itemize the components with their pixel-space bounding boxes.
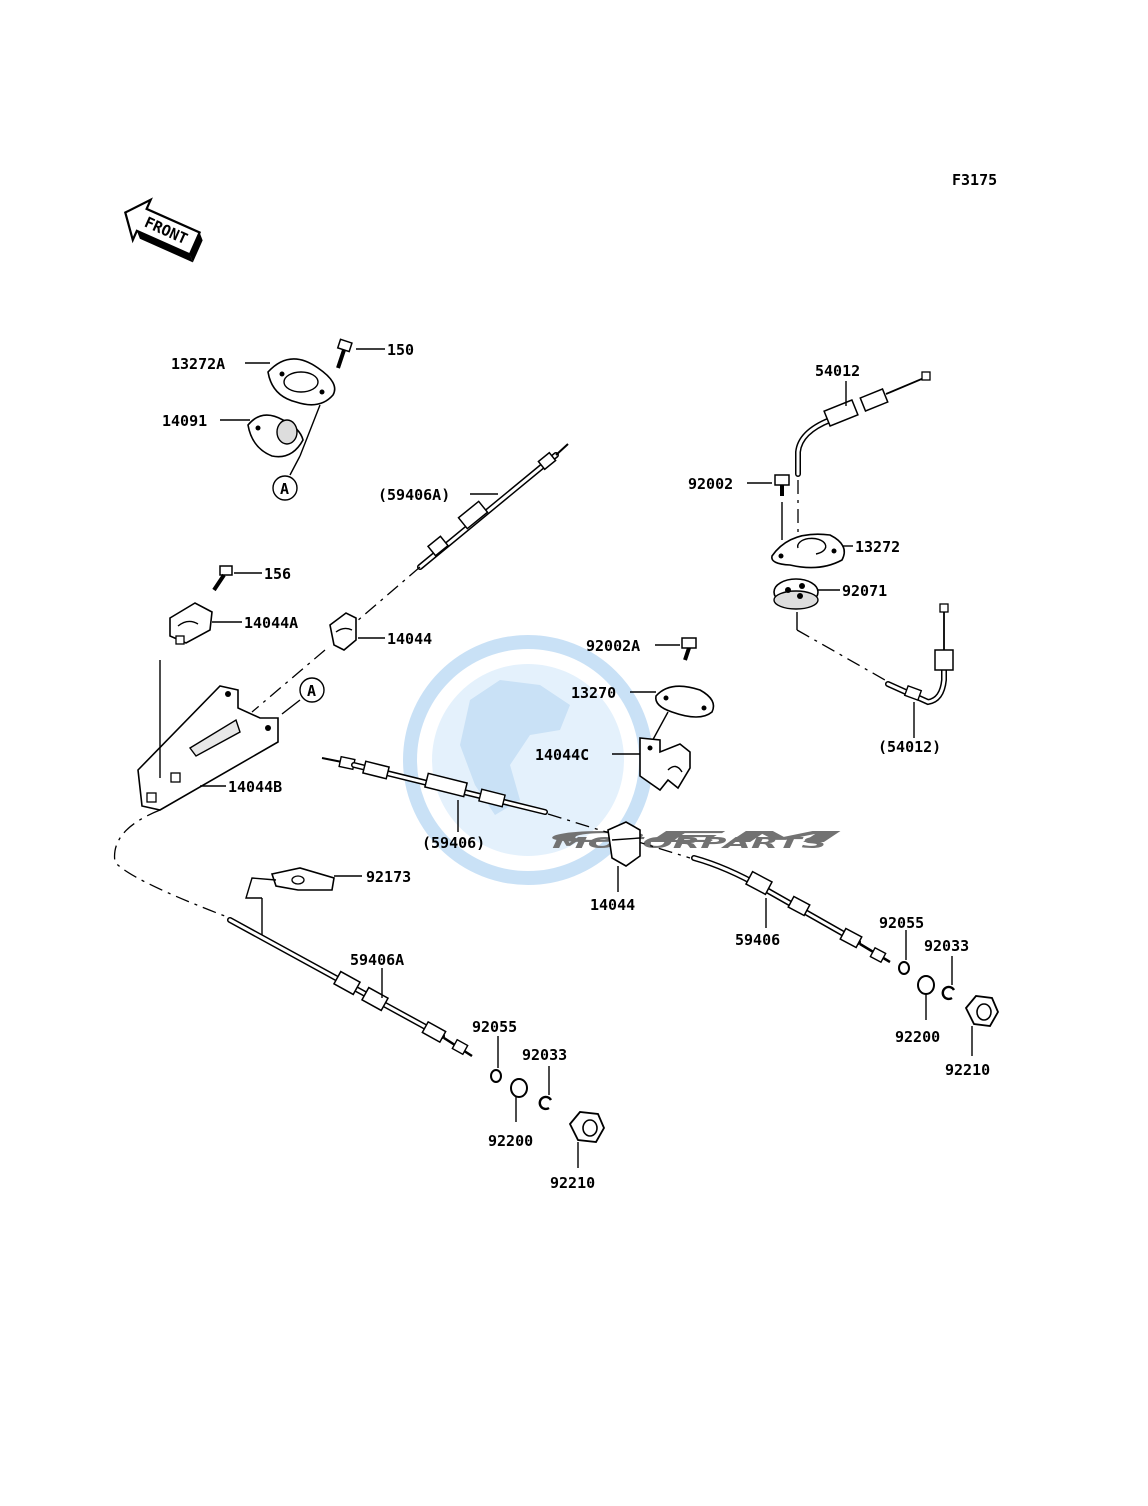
label-14044A: 14044A: [244, 614, 298, 632]
label-59406A: 59406A: [350, 951, 404, 969]
watermark-sub: MOTORPARTS: [552, 834, 827, 852]
holder-14091: [247, 414, 304, 458]
bolt-150: [336, 338, 353, 369]
cable-54012: [795, 371, 931, 477]
clamp-14044A: [169, 602, 213, 645]
label-A-ref-1: A: [280, 480, 289, 498]
washer-92055-right: [898, 961, 910, 975]
label-92200-left: 92200: [488, 1132, 533, 1150]
label-92033-left: 92033: [522, 1046, 567, 1064]
label-13270: 13270: [571, 684, 616, 702]
label-92200-right: 92200: [895, 1028, 940, 1046]
label-13272: 13272: [855, 538, 900, 556]
nut-92210-right: [964, 995, 1000, 1027]
label-92033-right: 92033: [924, 937, 969, 955]
cable-59406A-upper: [417, 443, 569, 570]
front-arrow-icon: FRONT: [123, 197, 203, 263]
clamp-14044-mid: [607, 821, 641, 867]
cable-59406-right: [691, 855, 891, 964]
gasket-13272: [771, 533, 846, 569]
bracket-14044C: [639, 737, 691, 792]
label-14044C: 14044C: [535, 746, 589, 764]
label-A-ref-2: A: [307, 682, 316, 700]
washer-92200-left: [510, 1078, 528, 1098]
label-14044-mid: 14044: [590, 896, 635, 914]
cable-54012-lower: [885, 603, 954, 706]
label-156: 156: [264, 565, 291, 583]
label-150: 150: [387, 341, 414, 359]
nut-92210-left: [568, 1111, 606, 1143]
label-92002A: 92002A: [586, 637, 640, 655]
plate-13270: [655, 685, 715, 718]
clamp-14044-top: [329, 612, 357, 651]
label-14091: 14091: [162, 412, 207, 430]
bracket-14044B: [137, 685, 279, 811]
label-92055-left: 92055: [472, 1018, 517, 1036]
clip-92033-right: [941, 985, 956, 1001]
label-92055-right: 92055: [879, 914, 924, 932]
bolt-92002A: [681, 637, 697, 661]
label-14044B: 14044B: [228, 778, 282, 796]
cable-59406-middle: [321, 755, 548, 815]
label-92210-right: 92210: [945, 1061, 990, 1079]
label-59406A-paren: (59406A): [378, 486, 450, 504]
label-59406: 59406: [735, 931, 780, 949]
figure-code: F3175: [952, 171, 997, 189]
grommet-92071: [773, 578, 819, 610]
clip-92033-left: [538, 1095, 553, 1111]
label-92210-left: 92210: [550, 1174, 595, 1192]
label-92071: 92071: [842, 582, 887, 600]
washer-92055-left: [490, 1069, 502, 1083]
label-13272A: 13272A: [171, 355, 225, 373]
gasket-13272A: [267, 358, 336, 406]
watermark-continents: [460, 680, 570, 815]
label-92002: 92002: [688, 475, 733, 493]
label-54012-paren: (54012): [878, 738, 941, 756]
bolt-92002: [774, 474, 790, 496]
bolt-156: [212, 565, 233, 592]
bracket-92173: [245, 867, 335, 899]
cable-59406A: [227, 917, 473, 1058]
label-92173: 92173: [366, 868, 411, 886]
label-54012: 54012: [815, 362, 860, 380]
washer-92200-right: [917, 975, 935, 995]
label-14044-top: 14044: [387, 630, 432, 648]
label-59406-paren: (59406): [422, 834, 485, 852]
